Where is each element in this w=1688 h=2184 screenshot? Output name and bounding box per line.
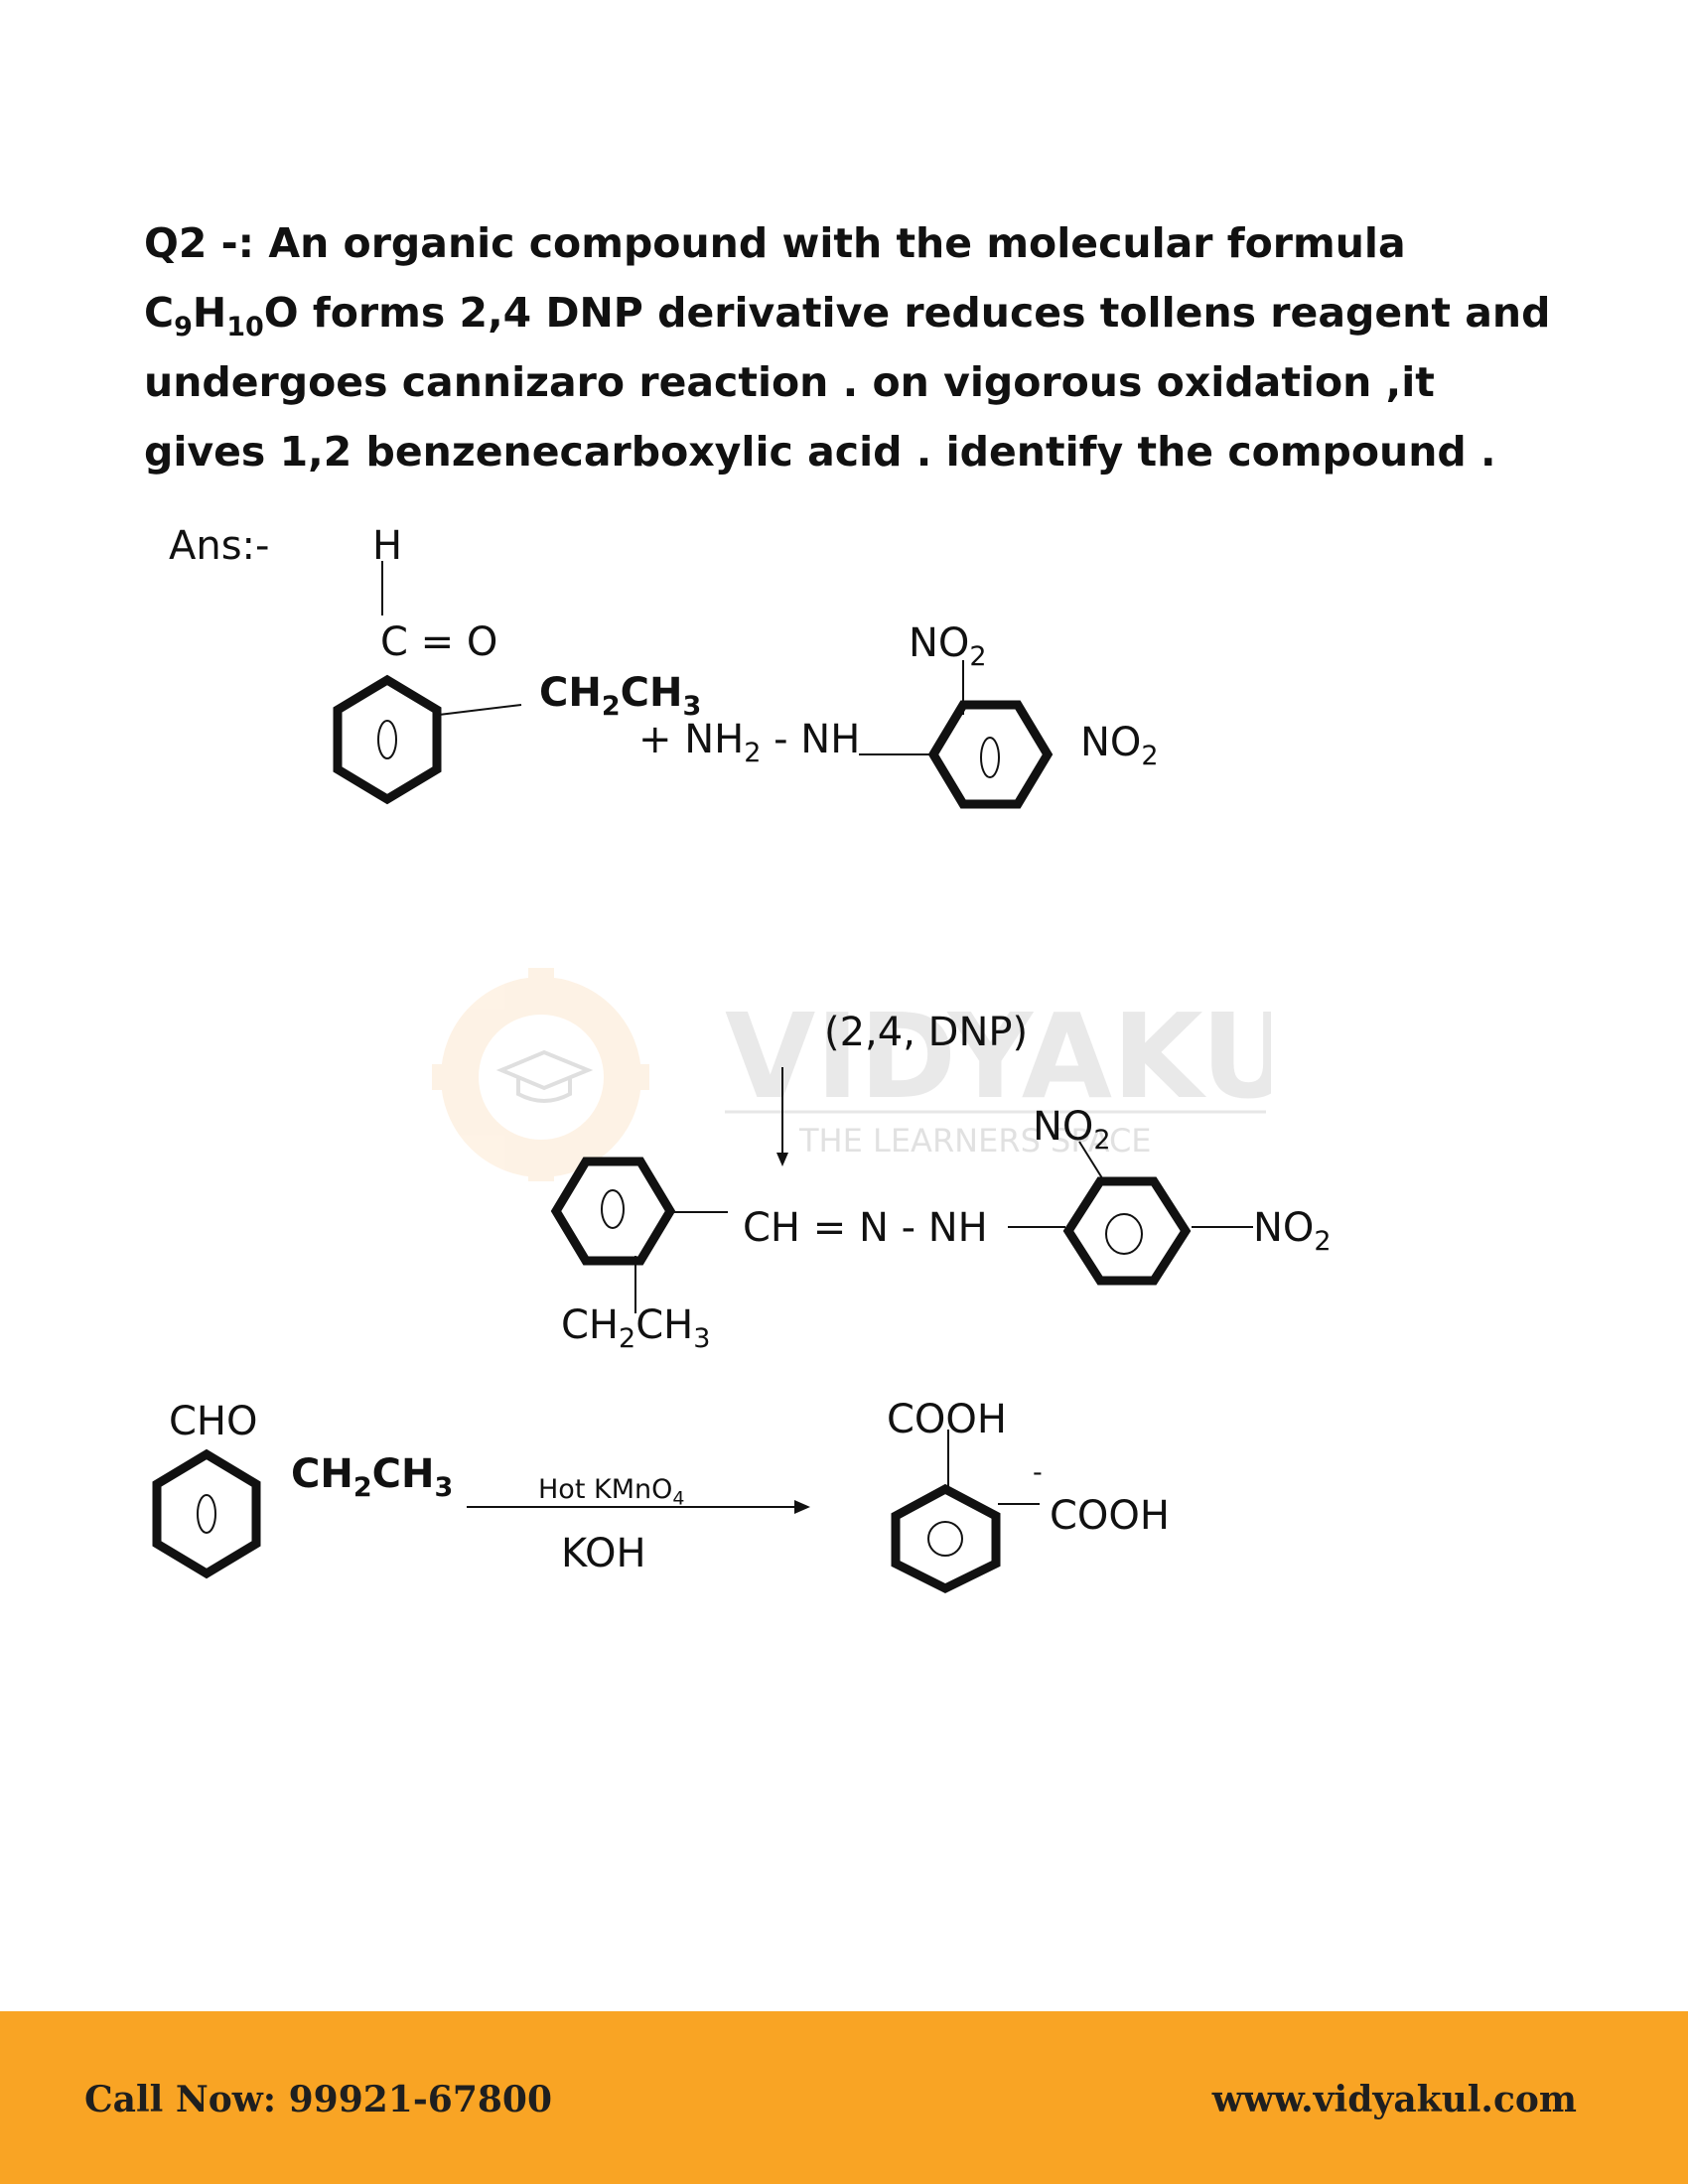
label-no2-top-2: NO2 (1033, 1104, 1111, 1156)
benzene-ring-icon (1062, 1176, 1192, 1286)
label-ethyl-1: CH2CH3 (539, 670, 702, 722)
label-carbonyl: C = O (380, 619, 498, 665)
answer-label: Ans:- (169, 523, 270, 569)
label-hydrazone-link: CH = N - NH (743, 1205, 988, 1251)
benzene-ring-icon (927, 700, 1054, 809)
label-reagent-bottom: KOH (561, 1531, 646, 1576)
benzene-ring-icon (891, 1483, 1001, 1594)
label-ethyl-2: CH2CH3 (561, 1302, 711, 1354)
gear-icon (432, 968, 649, 1181)
reaction-arrow (467, 1500, 810, 1514)
label-cho: CHO (169, 1399, 258, 1444)
label-minus: - (1033, 1457, 1043, 1488)
benzene-ring-icon (152, 1448, 261, 1579)
label-h: H (372, 523, 403, 569)
label-ethyl-3: CH2CH3 (291, 1451, 454, 1503)
question-text: Q2 -: An organic compound with the molec… (144, 219, 1551, 476)
label-dnp: (2,4, DNP) (824, 1010, 1029, 1055)
label-hydrazine: + NH2 - NH (638, 717, 861, 768)
call-now-text: Call Now: 99921-67800 (84, 2079, 553, 2120)
benzene-ring-icon (333, 674, 442, 805)
website-link[interactable]: www.vidyakul.com (1211, 2079, 1577, 2120)
label-cooh-side: COOH (1050, 1493, 1170, 1539)
label-no2-top-1: NO2 (909, 620, 987, 672)
graduation-cap-icon (495, 1049, 594, 1103)
label-cooh-top: COOH (887, 1397, 1007, 1442)
label-no2-side-1: NO2 (1080, 720, 1159, 771)
watermark-logo: VIDYAKUL THE LEARNERS SPACE (432, 968, 1271, 1181)
label-reagent-top: Hot KMnO4 (538, 1474, 685, 1510)
watermark-tagline: THE LEARNERS SPACE (798, 1122, 1152, 1160)
footer-bar: Call Now: 99921-67800 www.vidyakul.com (0, 2011, 1688, 2184)
label-no2-side-2: NO2 (1253, 1205, 1332, 1257)
watermark-brand: VIDYAKUL (725, 988, 1271, 1125)
benzene-ring-icon (550, 1157, 676, 1266)
